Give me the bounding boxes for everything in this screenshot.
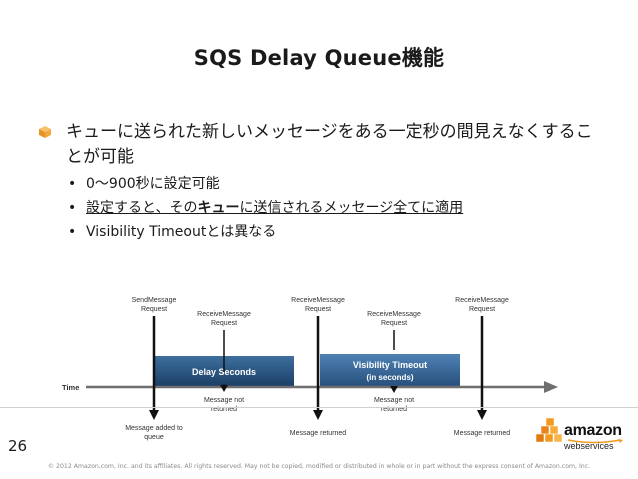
receive4-arrowhead bbox=[477, 410, 487, 420]
label-not-returned2-2: returned bbox=[381, 406, 407, 413]
delay-queue-diagram: SendMessage Request ReceiveMessage Reque… bbox=[62, 297, 558, 441]
receive3-arrowhead bbox=[390, 386, 398, 393]
visibility-timeout-label-1: Visibility Timeout bbox=[353, 360, 427, 370]
aws-logo: amazon webservices bbox=[536, 414, 632, 466]
label-send-request-2: Request bbox=[141, 306, 167, 313]
label-added-1: Message added to bbox=[125, 425, 183, 432]
label-receive3-2: Request bbox=[381, 320, 407, 327]
label-receive1-2: Request bbox=[211, 320, 237, 327]
timeline-label: Time bbox=[62, 383, 79, 392]
label-not-returned1-1: Message not bbox=[204, 397, 244, 404]
label-not-returned2-1: Message not bbox=[374, 397, 414, 404]
slide-title: SQS Delay Queue機能 bbox=[193, 46, 445, 70]
visibility-timeout-box bbox=[320, 354, 460, 388]
sub-bullet-apply: 設定すると、そのキューに送信されるメッセージ全てに適用 bbox=[68, 196, 608, 220]
logo-amazon-text: amazon bbox=[564, 422, 622, 439]
label-receive2-2: Request bbox=[305, 306, 331, 313]
sub-bullet-range: 0～900秒に設定可能 bbox=[68, 172, 608, 196]
timeline-arrowhead bbox=[544, 381, 558, 393]
cube-bullet-icon bbox=[39, 126, 51, 138]
sub-bullet-apply-post: に送信されるメッセージ全てに適用 bbox=[239, 200, 464, 216]
sub-bullet-visibility-text: Visibility Timeoutとは異なる bbox=[86, 224, 277, 240]
sub-bullet-apply-pre: 設定すると、その bbox=[86, 200, 198, 216]
main-bullet-text: キューに送られた新しいメッセージをある一定秒の間見えなくすることが可能 bbox=[66, 122, 593, 167]
footer-divider bbox=[0, 407, 638, 408]
label-receive3-1: ReceiveMessage bbox=[367, 311, 421, 318]
amazon-smile-icon bbox=[567, 439, 623, 444]
label-receive2-1: ReceiveMessage bbox=[291, 297, 345, 304]
label-receive1-1: ReceiveMessage bbox=[197, 311, 251, 318]
label-added-2: queue bbox=[144, 434, 164, 441]
receive1-arrowhead bbox=[220, 385, 228, 392]
send-arrowhead bbox=[149, 410, 159, 420]
sub-bullet-range-text: 0～900秒に設定可能 bbox=[86, 176, 220, 192]
label-not-returned1-2: returned bbox=[211, 406, 237, 413]
page-number: 26 bbox=[8, 437, 28, 455]
sub-bullet-list: 0～900秒に設定可能 設定すると、そのキューに送信されるメッセージ全てに適用 … bbox=[68, 172, 608, 244]
receive2-arrowhead bbox=[313, 410, 323, 420]
label-send-request-1: SendMessage bbox=[132, 297, 177, 304]
copyright-notice: © 2012 Amazon.com, Inc. and its affiliat… bbox=[47, 463, 591, 470]
visibility-timeout-label-2: (in seconds) bbox=[366, 373, 413, 382]
sub-bullet-visibility: Visibility Timeoutとは異なる bbox=[68, 220, 608, 244]
label-receive4-1: ReceiveMessage bbox=[455, 297, 509, 304]
aws-cubes-icon bbox=[536, 418, 563, 443]
label-returned-2: Message returned bbox=[454, 430, 511, 437]
label-receive4-2: Request bbox=[469, 306, 495, 313]
main-bullet: キューに送られた新しいメッセージをある一定秒の間見えなくすることが可能 bbox=[38, 120, 608, 170]
sub-bullet-apply-queue: キュー bbox=[197, 200, 240, 216]
label-returned-1: Message returned bbox=[290, 430, 347, 437]
logo-webservices-text: webservices bbox=[564, 441, 614, 451]
